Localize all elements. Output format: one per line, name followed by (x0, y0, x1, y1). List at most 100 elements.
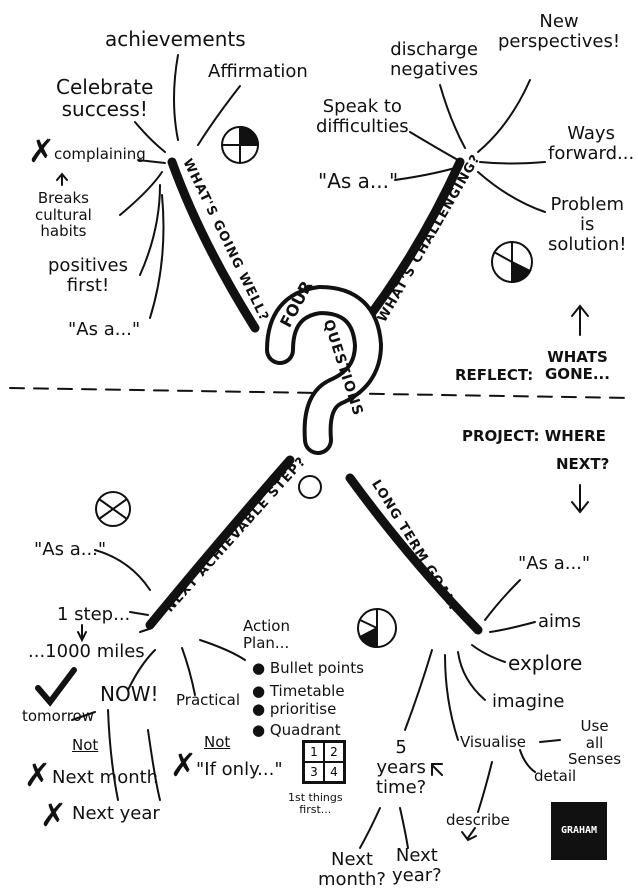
spoke-complaining (137, 159, 166, 164)
label-not-1: Not (72, 736, 99, 754)
x-mark-icon: ✗ (24, 756, 51, 794)
spoke-as-a-br (484, 579, 521, 621)
long-term-branch (345, 473, 483, 635)
cycle-icon (298, 475, 322, 499)
down-arrow (571, 484, 589, 514)
label-tomorrow: tomorrow (22, 707, 95, 725)
artist-stamp-logo: GRAHAM (551, 802, 607, 860)
label-miles: ...1000 miles (28, 641, 145, 662)
label-achievements: achievements (105, 27, 246, 51)
pie-icons (95, 125, 533, 649)
label-practical: Practical (176, 691, 241, 709)
label-aims: aims (538, 611, 581, 632)
label-problem: Problem is solution! (548, 194, 627, 255)
spoke-practical (181, 647, 196, 696)
spoke-five-years (404, 649, 433, 731)
label-positives: positives first! (48, 255, 128, 296)
label-breaks: Breaks cultural habits (35, 189, 92, 240)
spoke-ways (479, 161, 546, 165)
label-imagine: imagine (492, 691, 565, 712)
question-mark-icon (265, 284, 384, 455)
label-as-a-tl: "As a..." (68, 319, 141, 340)
label-detail: detail (534, 767, 577, 785)
label-affirmation: Affirmation (208, 61, 308, 82)
spoke-next-month-r (359, 807, 381, 849)
visualise-describe-link (477, 761, 493, 813)
breaks-arrow (56, 172, 68, 186)
spoke-as-a-right (394, 167, 456, 181)
label-complaining: complaining (54, 145, 146, 163)
label-project: PROJECT: WHERE (462, 427, 606, 445)
spoke-aims (489, 621, 536, 633)
visualise-detail-link (519, 749, 536, 773)
describe-down-arrow (461, 827, 477, 842)
label-speak: Speak to difficulties (316, 96, 409, 137)
label-new-perspectives: New perspectives! (498, 11, 621, 52)
quadrant-cell: 1 (304, 742, 324, 762)
label-explore: explore (508, 651, 583, 675)
step-down-arrow (77, 624, 87, 643)
label-not-2: Not (204, 733, 231, 751)
label-discharge: discharge negatives (390, 39, 479, 80)
bullet-item: ● prioritise (252, 700, 337, 718)
spoke-next-month (107, 709, 119, 801)
spoke-as-a-left (149, 194, 165, 319)
label-one-step: 1 step... (57, 604, 131, 625)
x-mark-icon: ✗ (170, 746, 197, 784)
label-action-plan: Action Plan... (243, 617, 290, 652)
label-next-month-r: Next month? (318, 849, 386, 890)
spoke-celebrate (134, 121, 166, 153)
visualise-use-link (539, 739, 561, 743)
spoke-imagine (457, 651, 486, 701)
x-mark-icon: ✗ (28, 132, 55, 170)
label-five-years: 5 years time? (376, 737, 427, 798)
label-next-year-r: Next year? (392, 845, 442, 886)
label-whats-gone: WHATS GONE... (545, 348, 610, 383)
reflect-project-divider (9, 387, 631, 399)
bullet-item: ● Bullet points (252, 659, 364, 677)
label-as-a-tr: "As a..." (318, 169, 399, 193)
label-reflect: REFLECT: (455, 366, 534, 384)
label-first-things: 1st things first... (288, 791, 343, 817)
spoke-positives (139, 184, 161, 276)
label-if-only: "If only..." (196, 759, 283, 780)
label-visualise: Visualise (460, 733, 526, 751)
spoke-now (127, 649, 156, 691)
bullet-item: ● Quadrant (252, 721, 341, 739)
spoke-one-step (129, 611, 149, 616)
challenging-branch (360, 157, 465, 327)
tomorrow-now-link (71, 711, 96, 721)
spoke-breaks (119, 171, 163, 216)
spoke-explore (471, 644, 506, 663)
next-step-branch (145, 455, 295, 630)
spoke-new-perspectives (477, 79, 531, 153)
label-now: NOW! (100, 682, 159, 706)
spoke-affirmation (197, 85, 241, 146)
label-as-a-br: "As a..." (518, 553, 591, 574)
quadrant-cell: 3 (304, 762, 324, 782)
describe-arrow (431, 763, 443, 776)
spoke-discharge (439, 84, 466, 149)
up-arrow (571, 304, 589, 336)
bullet-item: ● Timetable (252, 682, 345, 700)
x-mark-icon: ✗ (40, 796, 67, 834)
spoke-as-a-bl (94, 549, 151, 591)
checkmark-icon (35, 667, 77, 707)
spoke-speak (409, 131, 459, 161)
spoke-action-plan (199, 639, 246, 661)
spoke-achievements (173, 54, 179, 141)
going-well-branch (167, 157, 260, 333)
label-next: NEXT? (556, 455, 610, 473)
spoke-visualise (444, 654, 459, 741)
spoke-miles (139, 627, 153, 633)
label-as-a-bl: "As a..." (34, 539, 107, 560)
label-next-month-l: Next month (52, 767, 159, 788)
label-describe: describe (446, 811, 510, 829)
spoke-next-year-r (399, 807, 409, 849)
label-use-all-senses: Use all Senses (568, 717, 622, 768)
quadrant-grid: 1 2 3 4 (302, 740, 346, 784)
spoke-next-year (147, 729, 161, 801)
spoke-problem (477, 171, 546, 213)
